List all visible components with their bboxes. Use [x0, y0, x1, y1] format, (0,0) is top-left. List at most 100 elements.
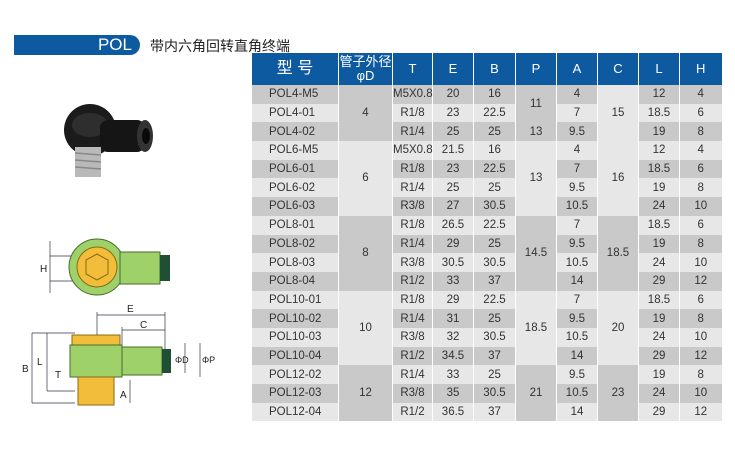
e-cell: 34.5	[432, 346, 474, 366]
model-cell: POL6-02	[251, 178, 339, 198]
dim-label-c: C	[140, 320, 147, 331]
e-cell: 27	[432, 197, 474, 216]
e-cell: 36.5	[432, 402, 474, 422]
h-cell: 4	[679, 141, 722, 160]
a-cell: 9.5	[556, 365, 598, 384]
a-cell: 10.5	[556, 253, 598, 272]
b-cell: 25	[473, 309, 516, 328]
model-cell: POL10-01	[251, 290, 339, 310]
l-cell: 29	[638, 271, 680, 291]
column-header: T	[392, 53, 433, 85]
e-cell: 21.5	[432, 141, 474, 160]
e-cell: 35	[432, 384, 474, 403]
t-cell: R1/4	[392, 122, 433, 142]
b-cell: 22.5	[473, 103, 516, 123]
dim-label-t: T	[55, 370, 61, 381]
model-cell: POL8-04	[251, 271, 339, 291]
t-cell: R3/8	[392, 253, 433, 272]
l-cell: 19	[638, 234, 680, 254]
p-cell: 21	[515, 365, 557, 422]
h-cell: 6	[679, 159, 722, 179]
dimension-drawing: H E C B L T A ΦD ΦP	[22, 238, 215, 406]
e-cell: 33	[432, 271, 474, 291]
a-cell: 14	[556, 271, 598, 291]
h-cell: 10	[679, 384, 722, 403]
a-cell: 7	[556, 290, 598, 310]
b-cell: 25	[473, 178, 516, 198]
a-cell: 7	[556, 103, 598, 123]
a-cell: 10.5	[556, 327, 598, 347]
b-cell: 30.5	[473, 253, 516, 272]
p-cell: 14.5	[515, 215, 557, 291]
dim-label-h: H	[40, 264, 47, 275]
p-cell: 11	[515, 85, 557, 123]
l-cell: 24	[638, 253, 680, 272]
b-cell: 30.5	[473, 384, 516, 403]
a-cell: 7	[556, 159, 598, 179]
e-cell: 29	[432, 234, 474, 254]
b-cell: 30.5	[473, 197, 516, 216]
l-cell: 18.5	[638, 290, 680, 310]
t-cell: R3/8	[392, 197, 433, 216]
a-cell: 10.5	[556, 384, 598, 403]
b-cell: 22.5	[473, 215, 516, 235]
b-cell: 16	[473, 85, 516, 104]
model-cell: POL8-01	[251, 215, 339, 235]
t-cell: R1/4	[392, 365, 433, 384]
dim-label-l: L	[37, 357, 43, 368]
l-cell: 12	[638, 141, 680, 160]
tube-diameter-cell: 10	[338, 290, 393, 366]
c-cell: 15	[597, 85, 639, 142]
l-cell: 19	[638, 178, 680, 198]
model-cell: POL4-M5	[251, 85, 339, 104]
model-cell: POL4-01	[251, 103, 339, 123]
p-cell: 13	[515, 122, 557, 142]
e-cell: 31	[432, 309, 474, 328]
column-header: B	[473, 53, 516, 85]
model-cell: POL10-02	[251, 309, 339, 328]
t-cell: R1/2	[392, 402, 433, 422]
t-cell: R1/8	[392, 290, 433, 310]
t-cell: R1/2	[392, 346, 433, 366]
l-cell: 19	[638, 365, 680, 384]
model-cell: POL12-02	[251, 365, 339, 384]
l-cell: 18.5	[638, 103, 680, 123]
t-cell: R1/4	[392, 234, 433, 254]
a-cell: 9.5	[556, 309, 598, 328]
dim-label-a: A	[120, 390, 127, 401]
model-cell: POL8-02	[251, 234, 339, 254]
e-cell: 30.5	[432, 253, 474, 272]
b-cell: 25	[473, 365, 516, 384]
a-cell: 4	[556, 85, 598, 104]
series-code-banner: POL	[14, 35, 140, 55]
e-cell: 26.5	[432, 215, 474, 235]
a-cell: 7	[556, 215, 598, 235]
dim-label-p: ΦP	[202, 355, 215, 365]
model-cell: POL6-03	[251, 197, 339, 216]
a-cell: 4	[556, 141, 598, 160]
c-cell: 20	[597, 290, 639, 366]
a-cell: 9.5	[556, 234, 598, 254]
h-cell: 4	[679, 85, 722, 104]
model-cell: POL6-01	[251, 159, 339, 179]
l-cell: 29	[638, 346, 680, 366]
column-header: H	[679, 53, 722, 85]
product-title: 带内六角回转直角终端	[150, 38, 290, 54]
b-cell: 37	[473, 346, 516, 366]
h-cell: 6	[679, 215, 722, 235]
dim-label-b: B	[22, 364, 29, 375]
e-cell: 33	[432, 365, 474, 384]
p-cell: 13	[515, 141, 557, 216]
tube-diameter-cell: 8	[338, 215, 393, 291]
h-cell: 8	[679, 122, 722, 142]
column-header: L	[638, 53, 680, 85]
t-cell: R1/2	[392, 271, 433, 291]
a-cell: 9.5	[556, 122, 598, 142]
l-cell: 24	[638, 327, 680, 347]
column-header: C	[597, 53, 639, 85]
